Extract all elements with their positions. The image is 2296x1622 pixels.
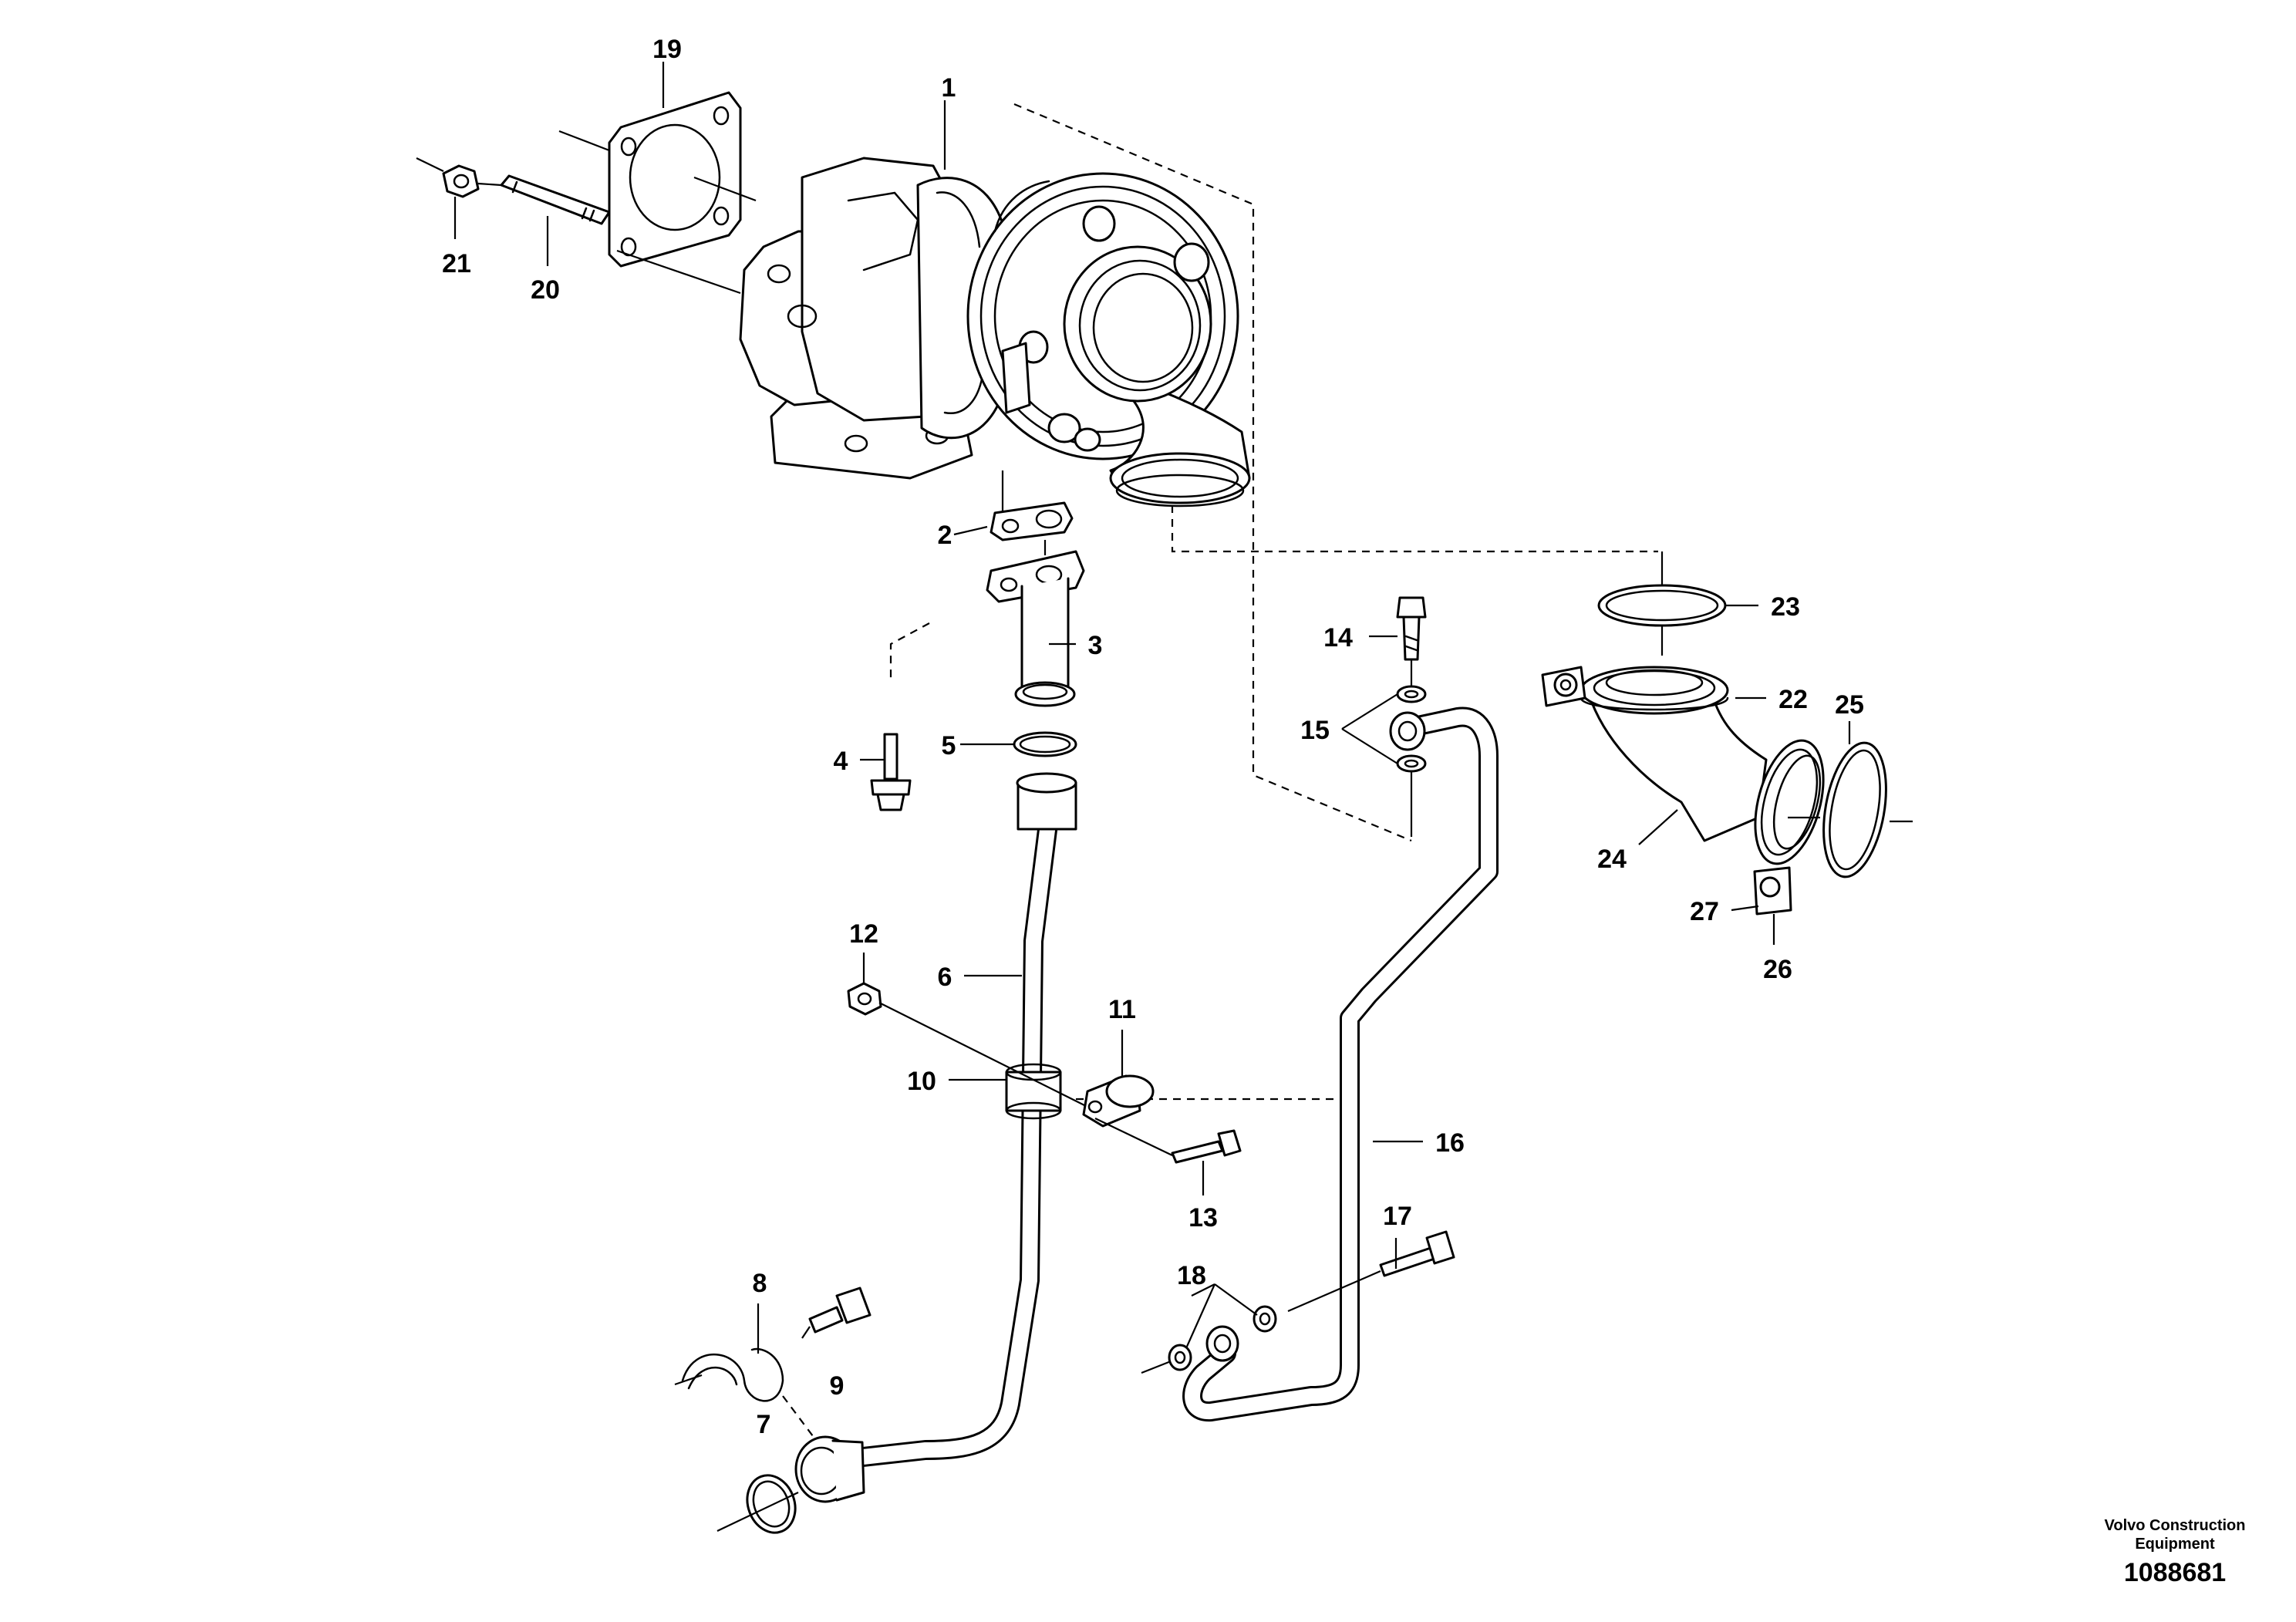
drawing-number: 1088681 [2124, 1558, 2226, 1587]
callout-leaders [453, 62, 1775, 1354]
credit-line-1: Volvo Construction [2105, 1517, 2246, 1534]
callout-11: 11 [1108, 995, 1136, 1024]
callout-27: 27 [1690, 897, 1719, 926]
nut-12 [847, 982, 882, 1016]
washer-18-left [1168, 1344, 1192, 1371]
callout-16: 16 [1435, 1128, 1465, 1158]
callout-4: 4 [834, 747, 848, 776]
screw-9 [808, 1286, 872, 1334]
washer-15-bottom [1396, 754, 1427, 773]
callout-14: 14 [1323, 623, 1353, 653]
elbow-pipe-24 [1541, 666, 1825, 916]
callout-23: 23 [1771, 592, 1800, 622]
callout-7: 7 [757, 1410, 771, 1439]
callout-13: 13 [1188, 1203, 1218, 1233]
clip-8 [681, 1347, 784, 1402]
bracket-11 [1082, 1074, 1155, 1128]
callout-3: 3 [1088, 631, 1103, 660]
callout-25: 25 [1835, 690, 1864, 720]
callout-15: 15 [1300, 716, 1330, 745]
callout-19: 19 [652, 35, 682, 64]
stud-20 [500, 174, 611, 225]
callout-8: 8 [753, 1269, 767, 1298]
gasket-19 [608, 91, 742, 268]
turbocharger [739, 157, 1251, 508]
callout-2: 2 [938, 521, 952, 550]
callout-21: 21 [442, 249, 471, 278]
bolt-13 [1171, 1129, 1242, 1164]
pipe-16 [1182, 706, 1499, 1421]
callout-24: 24 [1597, 845, 1627, 874]
gasket-2 [990, 501, 1074, 541]
callout-1: 1 [942, 73, 956, 103]
callout-10: 10 [907, 1067, 936, 1096]
washer-18-right [1253, 1305, 1277, 1333]
nut-21 [442, 164, 480, 198]
callout-6: 6 [938, 963, 952, 992]
o-ring-5 [1013, 731, 1077, 757]
banjo-bolt-17 [1379, 1230, 1455, 1277]
o-ring-23 [1597, 584, 1727, 627]
callout-18: 18 [1177, 1261, 1206, 1290]
banjo-bolt-14 [1396, 596, 1427, 661]
credit-block: Volvo Construction Equipment 1088681 [2105, 1517, 2246, 1587]
callout-26: 26 [1763, 955, 1792, 984]
bolt-4 [870, 733, 912, 811]
callout-5: 5 [942, 731, 956, 760]
washer-15-top [1396, 685, 1427, 703]
callout-numbers: 1 2 3 4 5 6 7 8 9 10 11 12 13 14 15 16 1… [442, 35, 1864, 1439]
credit-line-2: Equipment [2135, 1536, 2215, 1553]
o-ring-25 [1822, 741, 1887, 878]
o-ring-7 [746, 1474, 797, 1534]
callout-12: 12 [849, 919, 878, 949]
callout-22: 22 [1778, 685, 1808, 714]
oil-return-pipe-6 [794, 772, 1077, 1503]
callout-17: 17 [1383, 1202, 1412, 1231]
callout-20: 20 [531, 275, 560, 305]
callout-9: 9 [830, 1371, 845, 1401]
flange-tube-3 [986, 550, 1085, 707]
